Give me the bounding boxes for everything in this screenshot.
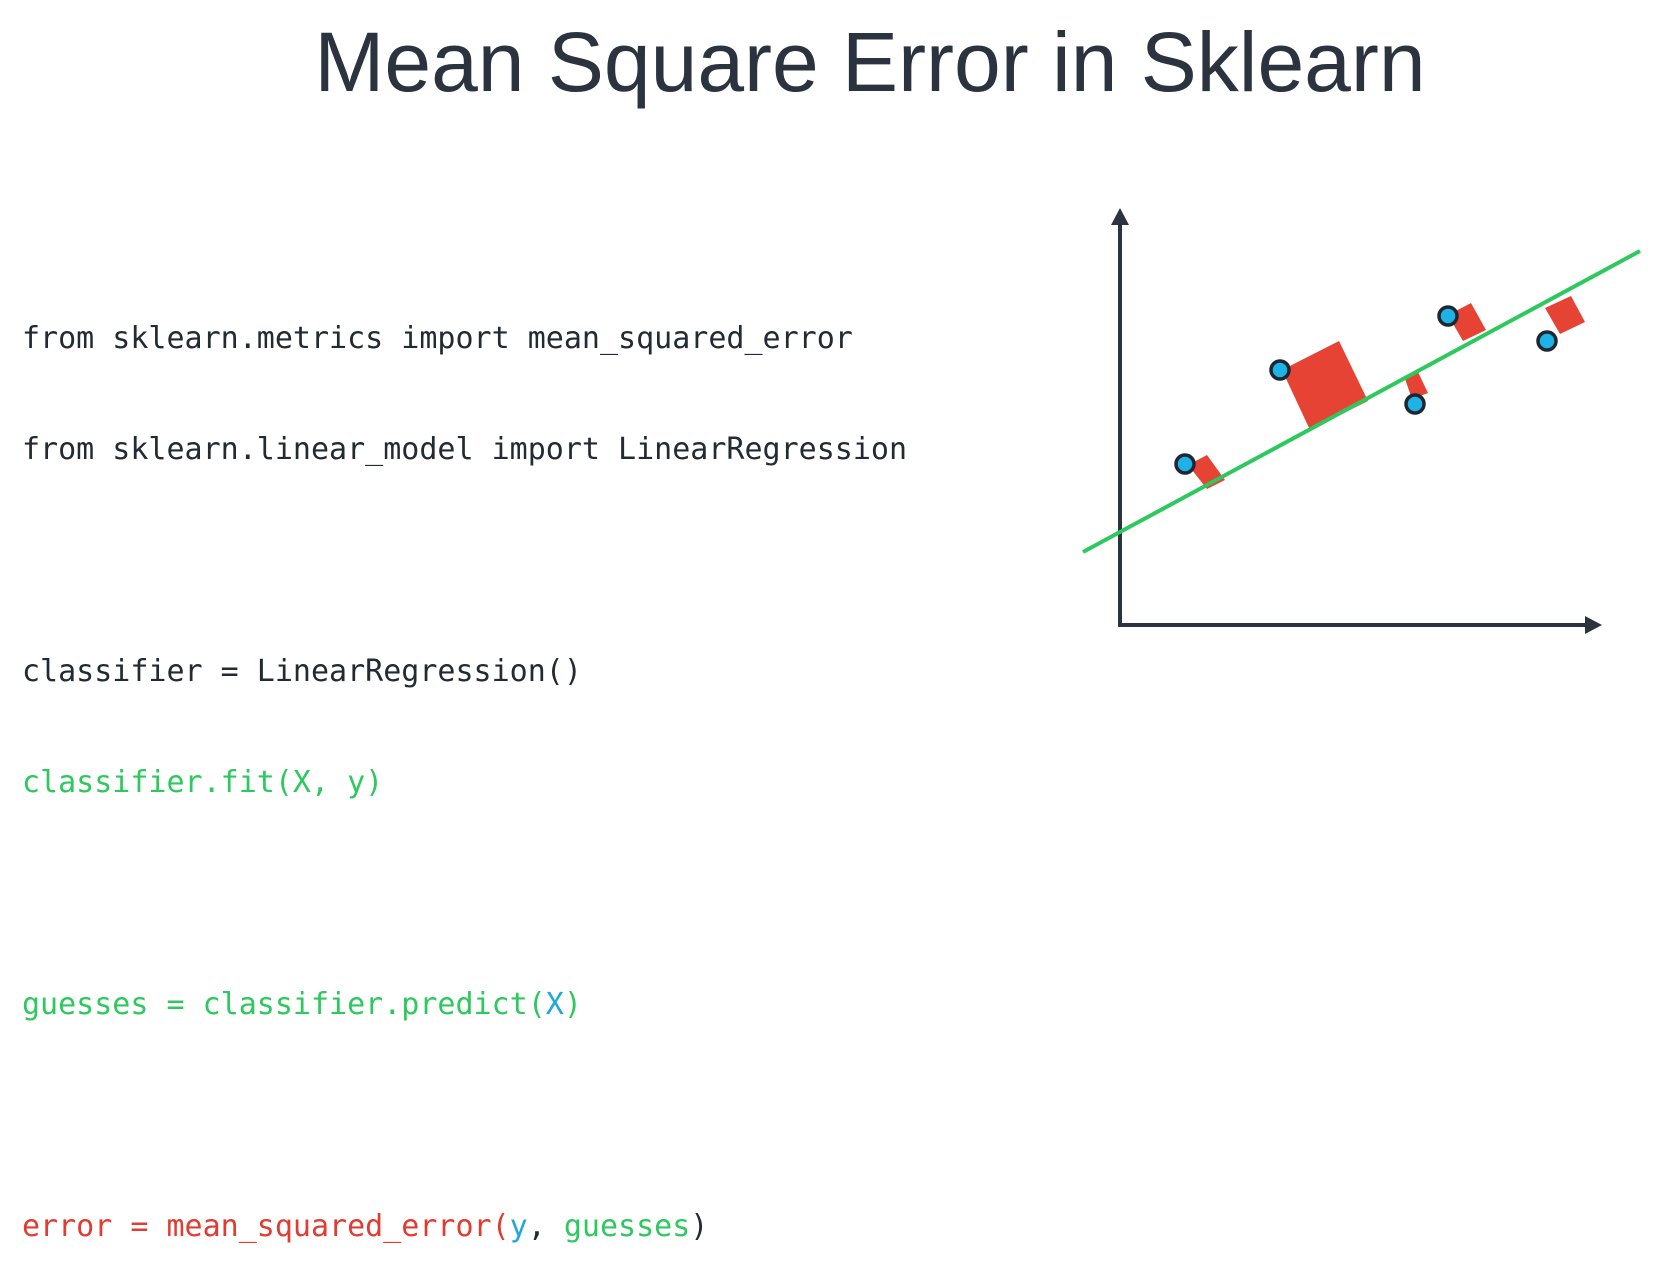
slide-title: Mean Square Error in Sklearn — [314, 15, 1426, 109]
code-token-close-paren: ) — [563, 987, 582, 1022]
code-token-comma: , — [527, 1209, 564, 1244]
code-line-predict: guesses = classifier.predict(X) — [22, 986, 907, 1023]
code-token-y-arg: y — [509, 1209, 528, 1244]
error-square — [1405, 372, 1428, 399]
code-line-classifier-fit: classifier.fit(X, y) — [22, 765, 384, 800]
code-token-x-arg: X — [545, 987, 564, 1022]
y-axis-arrow-icon — [1111, 208, 1129, 225]
regression-error-diagram — [1082, 208, 1641, 634]
error-square — [1282, 341, 1368, 430]
code-line-import-linear-model: from sklearn.linear_model import LinearR… — [22, 432, 908, 467]
data-point — [1437, 305, 1459, 327]
code-token-close-paren: ) — [690, 1209, 709, 1244]
data-point — [1269, 359, 1291, 381]
error-square — [1545, 296, 1585, 334]
code-line-error: error = mean_squared_error(y, guesses) — [22, 1208, 907, 1245]
code-token-predict-call: guesses = classifier.predict( — [22, 987, 546, 1022]
code-blank-line — [22, 1097, 907, 1134]
code-blank-line — [22, 875, 907, 912]
regression-line — [1082, 249, 1641, 554]
data-point — [1404, 393, 1426, 415]
code-block: from sklearn.metrics import mean_squared… — [22, 246, 907, 1282]
code-token-error-call: error = mean_squared_error( — [22, 1209, 510, 1244]
code-line-import-metrics: from sklearn.metrics import mean_squared… — [22, 321, 853, 356]
code-blank-line — [22, 542, 907, 579]
code-line-classifier-init: classifier = LinearRegression() — [22, 654, 582, 689]
data-point — [1536, 330, 1558, 352]
x-axis-arrow-icon — [1585, 616, 1602, 634]
code-token-guesses-arg: guesses — [563, 1209, 691, 1244]
data-point — [1174, 453, 1196, 475]
